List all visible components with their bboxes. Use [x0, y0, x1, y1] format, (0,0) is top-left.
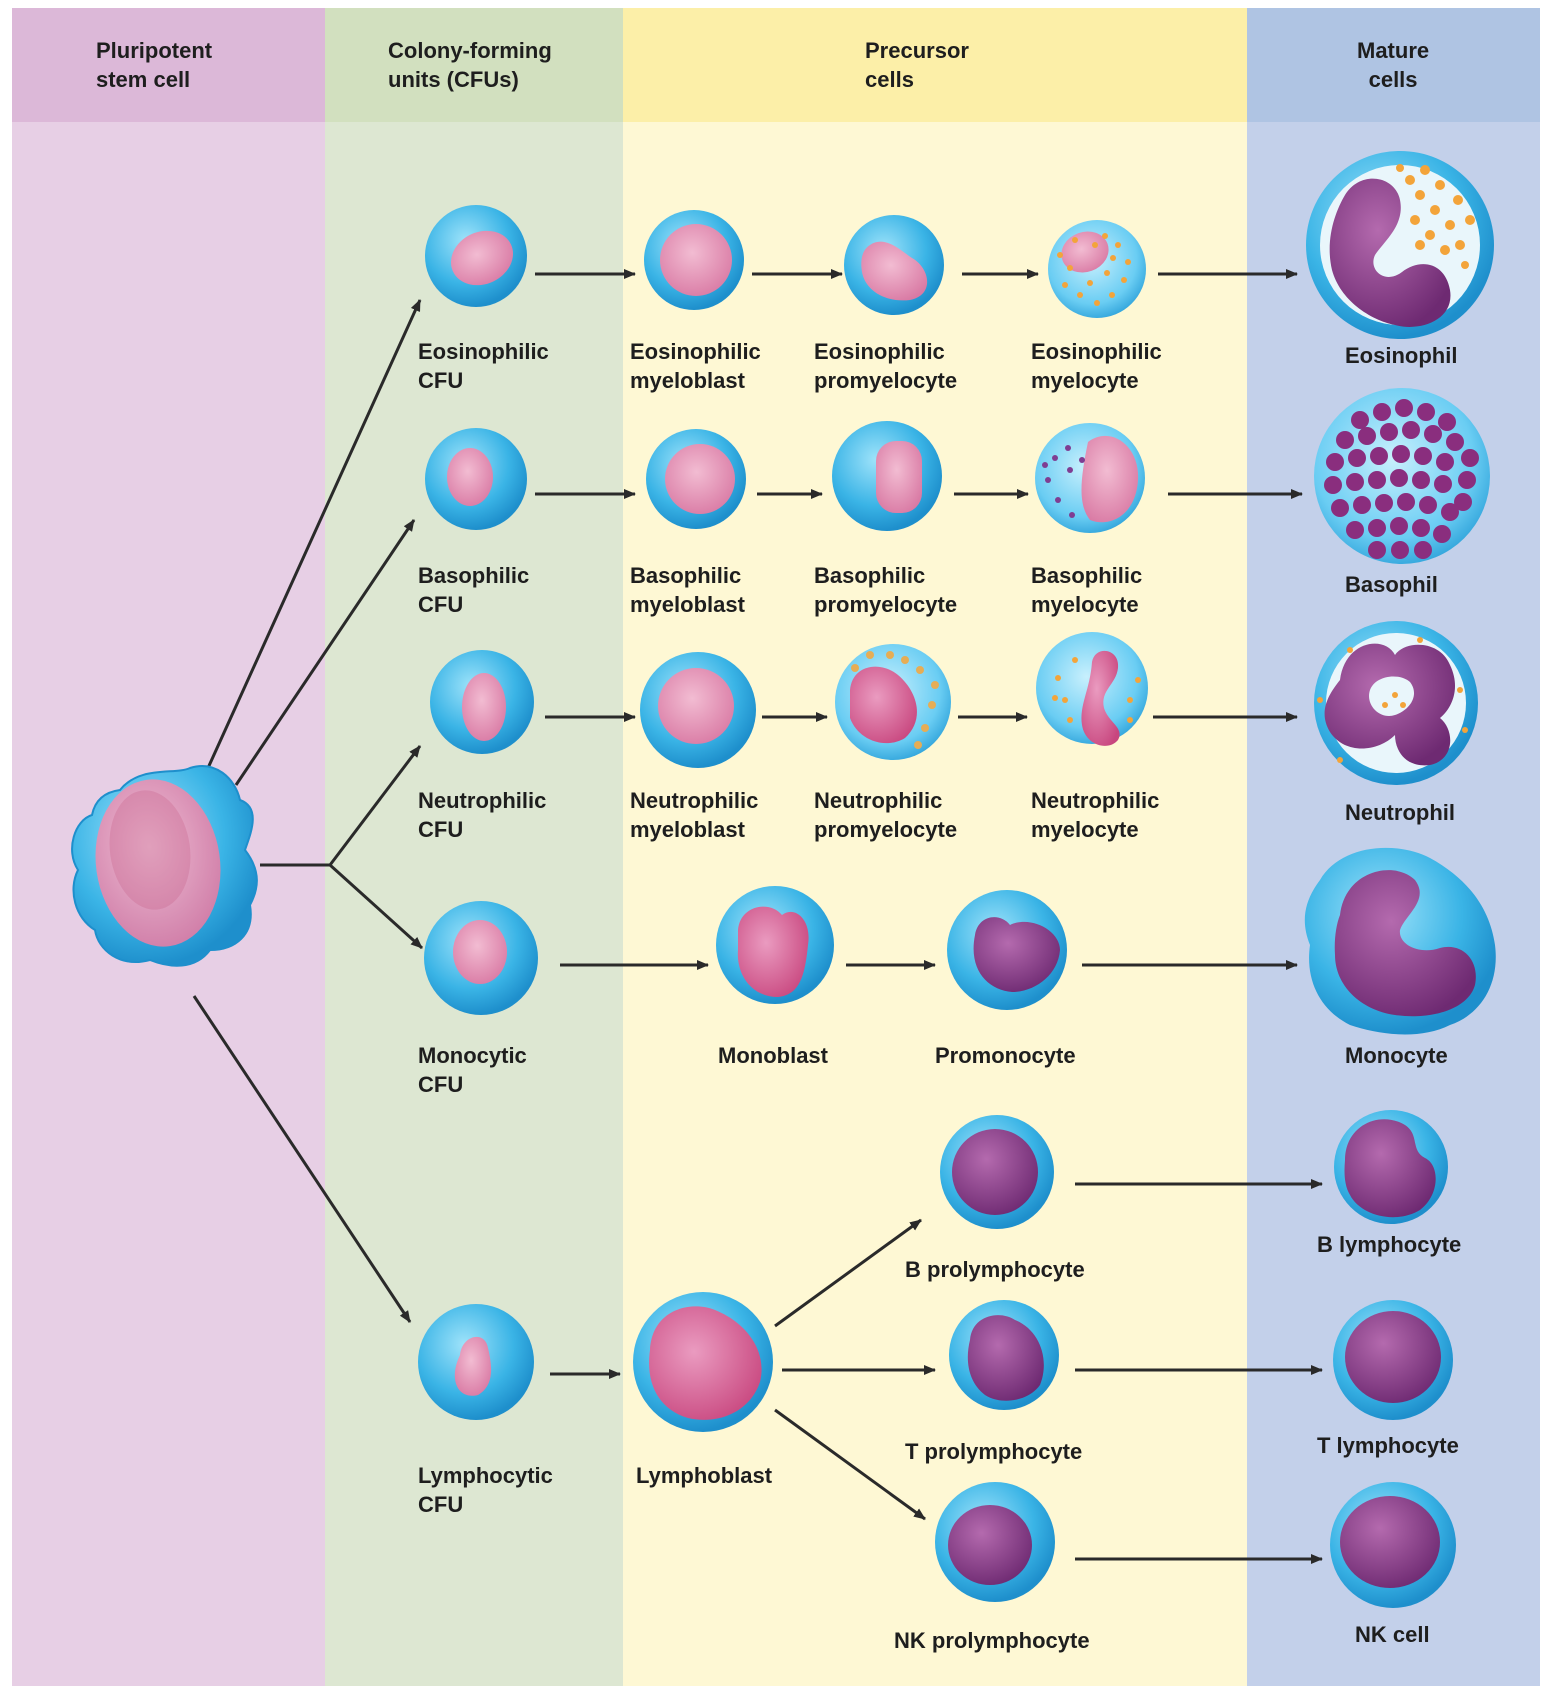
neut-promyelocyte-cell — [835, 644, 951, 760]
eos-myeloblast-cell — [644, 210, 744, 310]
baso-myelocyte-cell — [1035, 423, 1145, 533]
b-lymphocyte-cell — [1334, 1110, 1448, 1224]
t-prolymphocyte-cell — [949, 1300, 1059, 1410]
basophil-cell — [1314, 388, 1490, 564]
neut-myelocyte-cell — [1036, 632, 1148, 746]
t-lymphocyte-cell — [1333, 1300, 1453, 1420]
eos-myelocyte-cell — [1048, 220, 1146, 318]
label-eos-myeloblast: Eosinophilic myeloblast — [630, 337, 761, 395]
arrow-blast-to-nk — [775, 1410, 925, 1519]
monocyte-cell — [1305, 848, 1496, 1035]
nk-cell-cell — [1330, 1482, 1456, 1608]
label-promonocyte: Promonocyte — [935, 1041, 1076, 1070]
neut-cfu-cell — [430, 650, 534, 754]
eos-promyelocyte-cell — [844, 215, 944, 315]
arrow-stem-to-neut-cfu — [330, 746, 420, 865]
monoblast-cell — [716, 886, 834, 1004]
label-neut-myeloblast: Neutrophilic myeloblast — [630, 786, 758, 844]
neutrophil-cell — [1314, 621, 1478, 785]
mono-cfu-cell — [424, 901, 538, 1015]
label-nk-prolymphocyte: NK prolymphocyte — [894, 1626, 1090, 1655]
eos-cfu-cell — [425, 205, 527, 307]
label-t-prolymphocyte: T prolymphocyte — [905, 1437, 1082, 1466]
label-b-prolymphocyte: B prolymphocyte — [905, 1255, 1085, 1284]
label-t-lymphocyte: T lymphocyte — [1317, 1431, 1459, 1460]
lymph-cfu-cell — [418, 1304, 534, 1420]
baso-myeloblast-cell — [646, 429, 746, 529]
label-nk-cell: NK cell — [1355, 1620, 1430, 1649]
baso-cfu-cell — [425, 428, 527, 530]
label-monoblast: Monoblast — [718, 1041, 828, 1070]
arrow-stem-to-baso-cfu — [236, 520, 414, 785]
label-baso-promyelocyte: Basophilic promyelocyte — [814, 561, 957, 619]
label-lymph-cfu: Lymphocytic CFU — [418, 1461, 553, 1519]
eosinophil-cell — [1306, 151, 1494, 339]
label-basophil: Basophil — [1345, 570, 1438, 599]
label-lymphoblast: Lymphoblast — [636, 1461, 772, 1490]
neut-myeloblast-cell — [640, 652, 756, 768]
label-b-lymphocyte: B lymphocyte — [1317, 1230, 1461, 1259]
nk-prolymphocyte-cell — [935, 1482, 1055, 1602]
b-prolymphocyte-cell — [940, 1115, 1054, 1229]
arrow-stem-to-lymph-cfu — [194, 996, 410, 1322]
label-baso-cfu: Basophilic CFU — [418, 561, 529, 619]
label-baso-myeloblast: Basophilic myeloblast — [630, 561, 745, 619]
label-mono-cfu: Monocytic CFU — [418, 1041, 527, 1099]
label-neut-cfu: Neutrophilic CFU — [418, 786, 546, 844]
label-eos-promyelocyte: Eosinophilic promyelocyte — [814, 337, 957, 395]
label-neutrophil: Neutrophil — [1345, 798, 1455, 827]
label-baso-myelocyte: Basophilic myelocyte — [1031, 561, 1142, 619]
pluripotent-stem-cell — [72, 766, 257, 966]
label-eosinophil: Eosinophil — [1345, 341, 1457, 370]
label-neut-myelocyte: Neutrophilic myelocyte — [1031, 786, 1159, 844]
label-eos-myelocyte: Eosinophilic myelocyte — [1031, 337, 1162, 395]
arrow-stem-to-eos-cfu — [208, 300, 420, 768]
arrow-blast-to-b — [775, 1220, 921, 1326]
arrow-stem-to-mono-cfu — [330, 865, 422, 948]
label-monocyte: Monocyte — [1345, 1041, 1448, 1070]
baso-promyelocyte-cell — [832, 421, 942, 531]
promonocyte-cell — [947, 890, 1067, 1010]
lymphoblast-cell — [633, 1292, 773, 1432]
label-eos-cfu: Eosinophilic CFU — [418, 337, 549, 395]
label-neut-promyelocyte: Neutrophilic promyelocyte — [814, 786, 957, 844]
